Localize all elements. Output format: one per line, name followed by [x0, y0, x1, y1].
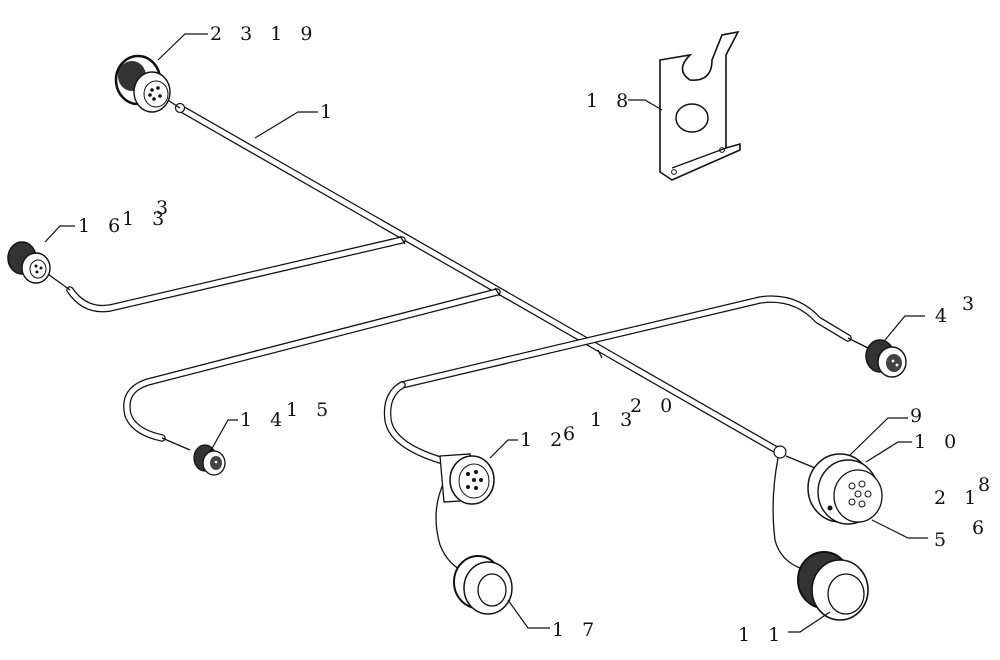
- callout-label: 1: [320, 101, 338, 123]
- callout-label: 9: [910, 405, 928, 427]
- leader-lines: [44, 33, 928, 633]
- callout-labels: 2 3 1 9 1 1 8 1 6 1 3 3 4 3 1 4 1 5 1 2 …: [78, 23, 996, 646]
- callout-label: 6: [972, 517, 990, 539]
- cap-17: [453, 555, 513, 615]
- callout-label: 6: [563, 423, 581, 445]
- connector-right: [865, 339, 907, 378]
- bracket-18: [659, 30, 741, 181]
- callout-label: 1 0: [914, 431, 962, 453]
- callout-label: 8: [978, 474, 996, 496]
- callout-label: 1 4: [240, 409, 288, 431]
- connector-top-left: [114, 54, 171, 113]
- cap-11: [797, 551, 869, 621]
- single-wires: [44, 94, 869, 573]
- callout-label: 1 2: [520, 429, 568, 451]
- callout-label: 2 1: [934, 487, 982, 509]
- callout-label: 1 8: [586, 90, 634, 112]
- connector-left: [7, 241, 51, 284]
- harness-tubes: [66, 102, 852, 464]
- callout-label: 4: [935, 305, 953, 327]
- callout-label: 1 5: [286, 399, 334, 421]
- connector-large-right: [807, 453, 883, 525]
- callout-label: 1 7: [552, 619, 600, 641]
- callout-label: 1 3: [122, 208, 170, 230]
- callout-label: 1 3: [590, 409, 638, 431]
- callout-label: 3: [156, 197, 174, 219]
- callout-label: 1 1: [738, 624, 786, 646]
- callout-label: 2 3 1 9: [210, 23, 318, 45]
- connector-lower-left: [193, 444, 226, 476]
- connector-flange: [439, 453, 495, 505]
- callout-label: 3: [962, 293, 980, 315]
- callout-label: 5: [934, 529, 952, 551]
- callout-label: 2 0: [630, 395, 678, 417]
- callout-label: 1 6: [78, 215, 126, 237]
